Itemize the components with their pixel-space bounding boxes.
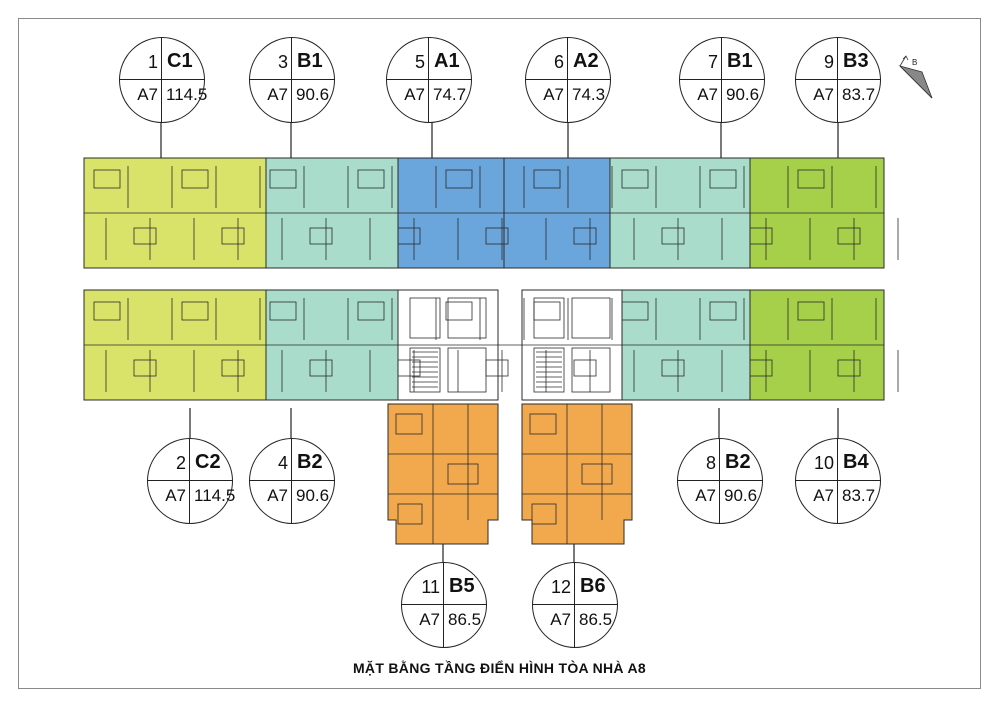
unit-area: 86.5 xyxy=(579,610,613,629)
unit-label-b5: 11 B5 A7 86.5 xyxy=(401,562,487,648)
unit-block: A7 xyxy=(267,486,288,505)
unit-block: A7 xyxy=(419,610,440,629)
unit-block: A7 xyxy=(165,486,186,505)
interior-walls xyxy=(83,166,899,544)
unit-area: 86.5 xyxy=(448,610,482,629)
unit-block: A7 xyxy=(813,85,834,104)
unit-type: C1 xyxy=(167,50,193,72)
unit-block: A7 xyxy=(813,486,834,505)
unit-number: 11 xyxy=(421,577,440,597)
unit-number: 5 xyxy=(414,52,425,72)
unit-label-a1: 5 A1 A7 74.7 xyxy=(386,37,472,123)
unit-area: 114.5 xyxy=(166,85,208,104)
unit-label-b1-left: 3 B1 A7 90.6 xyxy=(249,37,335,123)
unit-number: 9 xyxy=(823,52,834,72)
unit-area: 90.6 xyxy=(296,85,330,104)
apartment-b6-plan xyxy=(521,403,633,545)
unit-number: 12 xyxy=(550,577,571,597)
unit-block: A7 xyxy=(695,486,716,505)
unit-area: 83.7 xyxy=(842,85,876,104)
unit-area: 114.5 xyxy=(194,486,236,505)
unit-label-b2-right: 8 B2 A7 90.6 xyxy=(677,438,763,524)
unit-number: 1 xyxy=(147,52,158,72)
unit-number: 3 xyxy=(277,52,288,72)
unit-type: B1 xyxy=(297,50,323,72)
unit-number: 6 xyxy=(553,52,564,72)
unit-type: B4 xyxy=(843,451,869,473)
unit-type: A1 xyxy=(434,50,460,72)
unit-type: B1 xyxy=(727,50,753,72)
unit-type: B2 xyxy=(725,451,751,473)
apartment-b5-plan xyxy=(387,403,499,545)
unit-area: 90.6 xyxy=(296,486,330,505)
unit-number: 8 xyxy=(705,453,716,473)
unit-area: 83.7 xyxy=(842,486,876,505)
unit-type: B6 xyxy=(580,575,606,597)
unit-area: 90.6 xyxy=(726,85,760,104)
compass-north-label: B xyxy=(912,58,917,67)
unit-label-b4: 10 B4 A7 83.7 xyxy=(795,438,881,524)
unit-number: 2 xyxy=(175,453,186,473)
unit-type: A2 xyxy=(573,50,599,72)
unit-area: 74.3 xyxy=(572,85,606,104)
unit-type: C2 xyxy=(195,451,221,473)
plan-title: MẶT BẰNG TẦNG ĐIỂN HÌNH TÒA NHÀ A8 xyxy=(352,660,647,676)
unit-type: B3 xyxy=(843,50,869,72)
unit-label-b2-left: 4 B2 A7 90.6 xyxy=(249,438,335,524)
unit-number: 7 xyxy=(707,52,718,72)
unit-area: 90.6 xyxy=(724,486,758,505)
unit-label-b6: 12 B6 A7 86.5 xyxy=(532,562,618,648)
unit-area: 74.7 xyxy=(433,85,467,104)
unit-block: A7 xyxy=(543,85,564,104)
unit-type: B5 xyxy=(449,575,475,597)
unit-block: A7 xyxy=(404,85,425,104)
unit-block: A7 xyxy=(137,85,158,104)
unit-number: 10 xyxy=(813,453,834,473)
unit-label-c2: 2 C2 A7 114.5 xyxy=(147,438,236,524)
unit-label-b1-right: 7 B1 A7 90.6 xyxy=(679,37,765,123)
unit-type: B2 xyxy=(297,451,323,473)
page-border xyxy=(18,18,981,689)
unit-label-c1: 1 C1 A7 114.5 xyxy=(119,37,208,123)
unit-label-a2: 6 A2 A7 74.3 xyxy=(525,37,611,123)
unit-block: A7 xyxy=(697,85,718,104)
unit-number: 4 xyxy=(277,453,288,473)
compass-icon: B xyxy=(898,55,933,99)
unit-block: A7 xyxy=(550,610,571,629)
unit-label-b3: 9 B3 A7 83.7 xyxy=(795,37,881,123)
unit-block: A7 xyxy=(267,85,288,104)
